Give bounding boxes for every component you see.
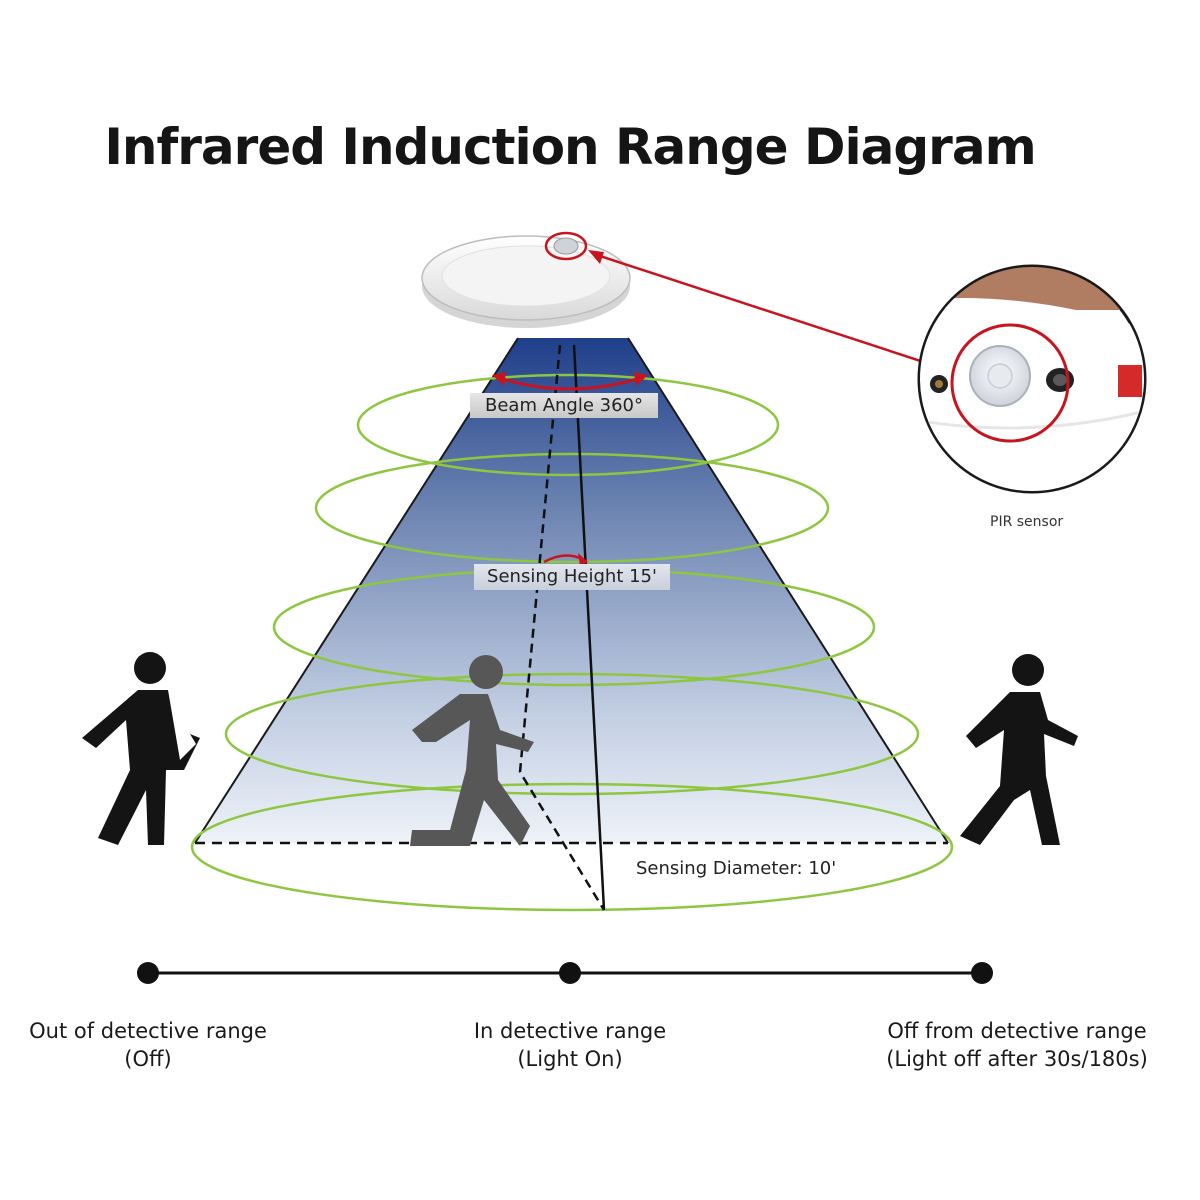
sensing-height-label: Sensing Height 15' xyxy=(474,564,670,590)
caption-in-line2: (Light On) xyxy=(517,1047,623,1071)
caption-off-line1: Off from detective range xyxy=(887,1019,1147,1043)
pir-highlight-ring xyxy=(544,231,588,261)
caption-in-range: In detective range (Light On) xyxy=(450,1017,690,1073)
diagram-title: Infrared Induction Range Diagram xyxy=(104,118,1036,176)
beam-cone xyxy=(195,338,948,843)
pir-zoom-highlight xyxy=(950,323,1070,443)
beam-angle-arc xyxy=(499,376,641,391)
person-outside-right xyxy=(960,654,1078,845)
person-inside-center xyxy=(410,655,534,846)
cone-edge-right xyxy=(627,337,949,844)
callout-arrow-head xyxy=(588,250,604,264)
ceiling-lamp xyxy=(421,235,631,328)
caption-in-line1: In detective range xyxy=(473,1019,667,1043)
sensing-diameter-label: Sensing Diameter: 10' xyxy=(636,858,837,879)
timeline-dot-in xyxy=(559,962,581,984)
detection-ring-5 xyxy=(190,782,954,912)
sensing-height-line xyxy=(572,344,606,911)
pir-zoom-inset xyxy=(917,264,1147,494)
beam-angle-arrow-right xyxy=(634,372,648,386)
caption-out-of-range: Out of detective range (Off) xyxy=(18,1017,278,1073)
detection-path-dashed xyxy=(518,344,606,911)
sensing-height-arrow xyxy=(578,553,588,566)
caption-out-line2: (Off) xyxy=(124,1047,172,1071)
pir-sensor-label: PIR sensor xyxy=(990,514,1064,530)
timeline-dot-off xyxy=(971,962,993,984)
caption-off-range: Off from detective range (Light off afte… xyxy=(858,1017,1176,1073)
caption-out-line1: Out of detective range xyxy=(29,1019,267,1043)
beam-angle-arrow-left xyxy=(492,372,506,386)
callout-arrow-line xyxy=(593,252,949,372)
pir-sensor-dot xyxy=(553,237,579,255)
detection-ring-2 xyxy=(314,452,830,564)
beam-angle-label: Beam Angle 360° xyxy=(470,393,658,418)
detection-ring-4 xyxy=(224,672,920,796)
cone-edge-left xyxy=(194,337,519,844)
timeline-dot-out xyxy=(137,962,159,984)
caption-off-line2: (Light off after 30s/180s) xyxy=(886,1047,1148,1071)
detection-ring-1 xyxy=(356,373,780,477)
person-outside-left xyxy=(82,652,200,845)
